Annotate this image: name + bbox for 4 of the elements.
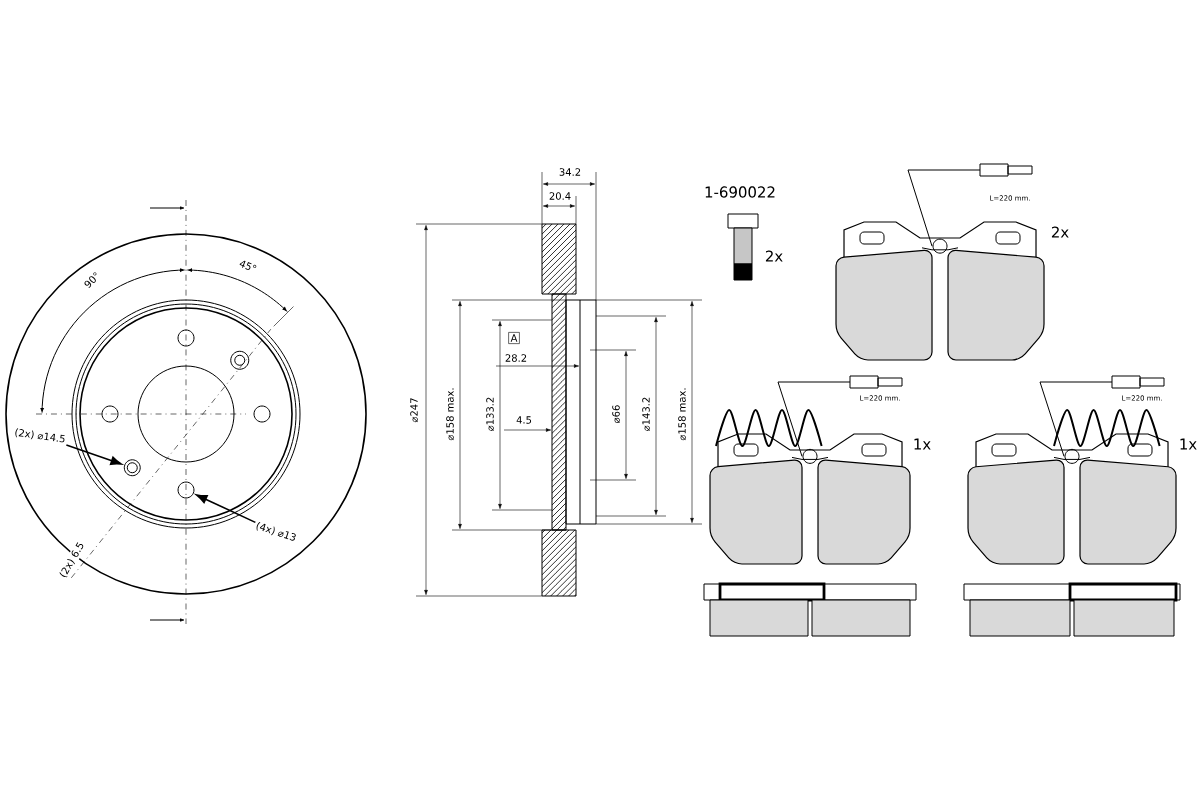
bolt-hole — [177, 481, 195, 499]
leader-line — [65, 444, 122, 465]
leader-line — [196, 494, 257, 524]
bolt-hole — [123, 459, 141, 477]
